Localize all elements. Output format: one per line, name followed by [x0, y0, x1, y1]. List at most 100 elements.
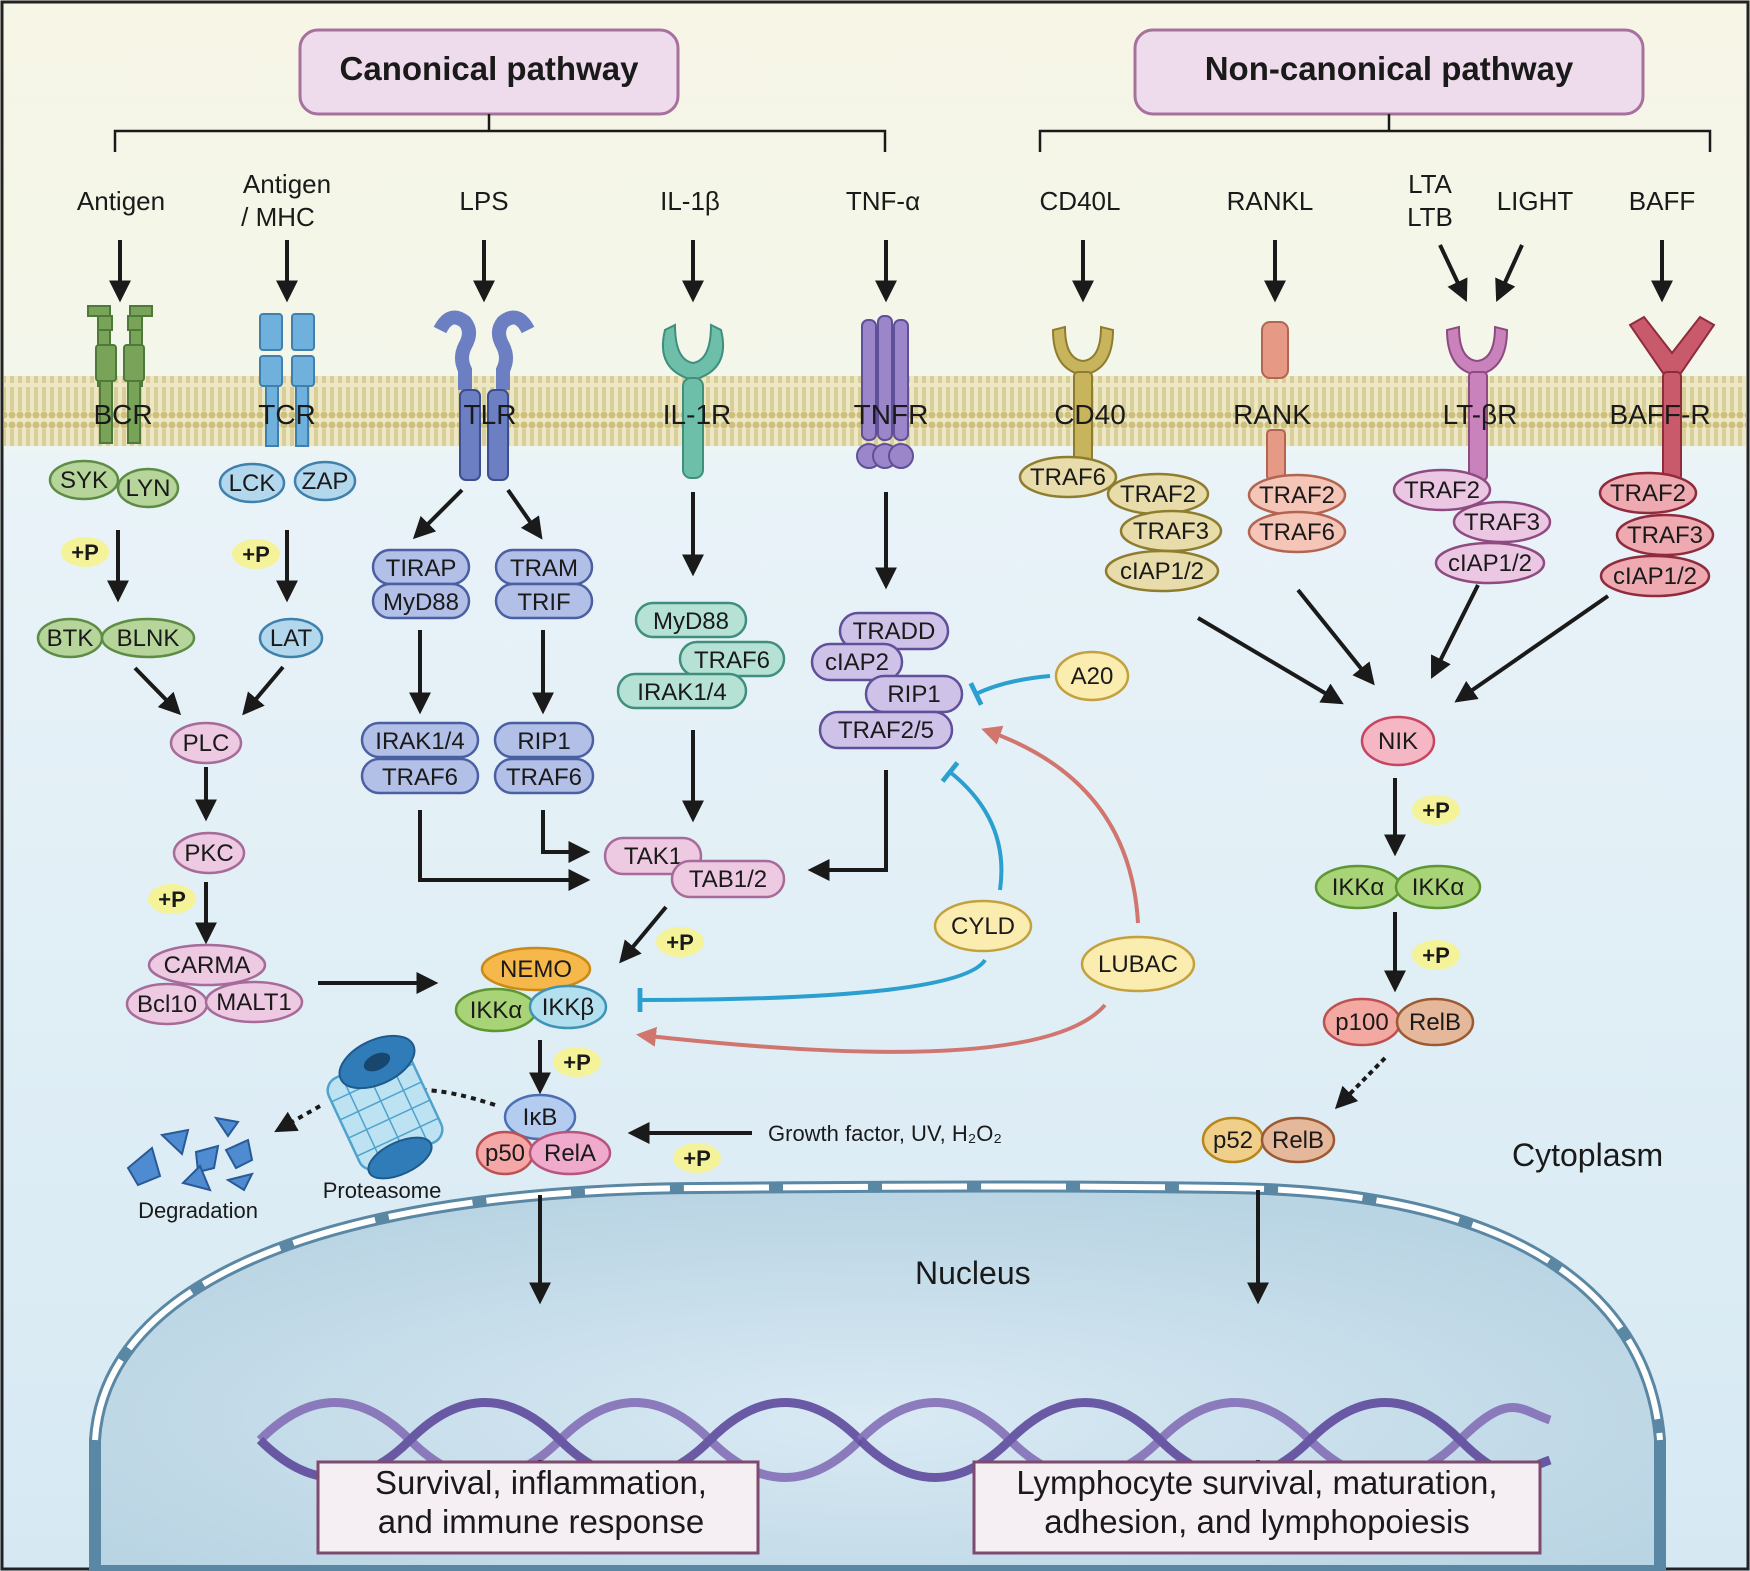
svg-text:NIK: NIK	[1378, 728, 1418, 755]
phospho-badges: +P +P +P +P +P +P +P +P	[61, 537, 1460, 1173]
degradation-fragments-icon	[126, 1116, 254, 1192]
rela-node: RelA	[528, 1130, 612, 1176]
bcl10-node: Bcl10	[125, 982, 209, 1026]
ligand-tnfa: TNF-α	[846, 186, 920, 216]
svg-text:TRAF6: TRAF6	[1030, 464, 1106, 491]
traf6-tlr-b-node: TRAF6	[493, 757, 595, 795]
svg-text:cIAP1/2: cIAP1/2	[1448, 550, 1532, 577]
ciap12-lt-node: cIAP1/2	[1434, 541, 1546, 585]
ciap12-cd40-node: cIAP1/2	[1104, 549, 1220, 593]
svg-text:IKKβ: IKKβ	[542, 994, 595, 1021]
traf6-il1-node: TRAF6	[678, 640, 786, 678]
svg-text:IRAK1/4: IRAK1/4	[637, 679, 726, 706]
cd40-receptor	[1051, 325, 1115, 463]
relb-2-node: RelB	[1260, 1116, 1336, 1164]
svg-text:LAT: LAT	[270, 625, 313, 652]
svg-text:IRAK1/4: IRAK1/4	[375, 728, 464, 755]
svg-text:TRADD: TRADD	[853, 618, 936, 645]
nuclear-pore-segments	[92, 1183, 1663, 1441]
tlr-receptor	[433, 310, 535, 481]
tnfr-receptor	[856, 315, 914, 469]
nucleus-label: Nucleus	[915, 1255, 1031, 1291]
irak14-il1-node: IRAK1/4	[616, 672, 748, 710]
traf6-rank-node: TRAF6	[1247, 510, 1347, 554]
tram-node: TRAM	[494, 548, 594, 586]
inhibition-lines	[637, 674, 1051, 1013]
svg-text:TRAF2: TRAF2	[1610, 480, 1686, 507]
tcr-receptor	[259, 313, 315, 447]
svg-text:CARMA: CARMA	[164, 952, 251, 979]
svg-text:p52: p52	[1213, 1127, 1253, 1154]
svg-text:MyD88: MyD88	[653, 608, 729, 635]
noncanonical-outcome-line1: Lymphocyte survival, maturation,	[1016, 1464, 1497, 1501]
traf2-baff-node: TRAF2	[1598, 471, 1698, 515]
receptor-tcr: TCR	[258, 399, 316, 430]
p52-node: p52	[1201, 1116, 1265, 1164]
nik-node: NIK	[1360, 715, 1436, 767]
ligand-arrows	[109, 240, 1673, 303]
svg-text:TRAF2/5: TRAF2/5	[838, 717, 934, 744]
svg-text:p100: p100	[1335, 1009, 1388, 1036]
ligand-light: LIGHT	[1497, 186, 1574, 216]
receptor-rank: RANK	[1233, 399, 1311, 430]
canonical-header: Canonical pathway	[298, 28, 680, 116]
svg-text:RelB: RelB	[1409, 1009, 1461, 1036]
receptor-tlr: TLR	[464, 399, 517, 430]
lat-node: LAT	[258, 617, 324, 659]
cyld-node: CYLD	[933, 899, 1033, 953]
ligand-baff: BAFF	[1629, 186, 1695, 216]
svg-text:LYN: LYN	[126, 475, 171, 502]
ikka-nc2-node: IKKα	[1394, 864, 1482, 910]
rip1-tlr-node: RIP1	[493, 721, 595, 759]
lubac-node: LUBAC	[1080, 935, 1196, 993]
svg-text:TRAF6: TRAF6	[382, 764, 458, 791]
svg-text:TAK1: TAK1	[624, 843, 682, 870]
traf2-cd40-node: TRAF2	[1106, 472, 1210, 516]
noncanonical-outcome-line2: adhesion, and lymphopoiesis	[1044, 1503, 1470, 1540]
ligand-antigen-mhc-line1: Antigen	[243, 169, 331, 199]
p100-node: p100	[1322, 997, 1402, 1047]
svg-text:+P: +P	[683, 1146, 711, 1171]
traf3-cd40-node: TRAF3	[1119, 509, 1223, 553]
receptor-il1r: IL-1R	[663, 399, 731, 430]
zap-node: ZAP	[293, 460, 357, 502]
svg-text:LCK: LCK	[229, 470, 276, 497]
svg-text:TRAF3: TRAF3	[1464, 509, 1540, 536]
svg-text:RIP1: RIP1	[517, 728, 570, 755]
ligand-lps: LPS	[459, 186, 508, 216]
receptor-baffr: BAFF-R	[1609, 399, 1710, 430]
svg-text:CYLD: CYLD	[951, 913, 1015, 940]
traf2-rank-node: TRAF2	[1247, 473, 1347, 517]
traf3-baff-node: TRAF3	[1615, 513, 1715, 557]
lck-node: LCK	[218, 462, 286, 504]
syk-node: SYK	[48, 459, 120, 501]
svg-text:ZAP: ZAP	[302, 468, 349, 495]
svg-text:TIRAP: TIRAP	[386, 555, 457, 582]
canonical-outcome-line1: Survival, inflammation,	[375, 1464, 707, 1501]
svg-text:+P: +P	[666, 930, 694, 955]
growth-factor-label: Growth factor, UV, H₂O₂	[768, 1121, 1002, 1146]
svg-text:A20: A20	[1071, 663, 1114, 690]
baffr-receptor	[1628, 315, 1716, 481]
svg-text:MyD88: MyD88	[383, 589, 459, 616]
ligand-antigen-mhc-line2: / MHC	[241, 202, 315, 232]
p50-node: p50	[475, 1130, 535, 1176]
svg-text:PKC: PKC	[184, 840, 233, 867]
svg-text:TRAF3: TRAF3	[1627, 522, 1703, 549]
svg-text:LUBAC: LUBAC	[1098, 951, 1178, 978]
traf3-lt-node: TRAF3	[1452, 500, 1552, 544]
svg-text:SYK: SYK	[60, 467, 108, 494]
ligand-antigen: Antigen	[77, 186, 165, 216]
plc-node: PLC	[169, 721, 243, 765]
svg-text:BTK: BTK	[47, 625, 94, 652]
tab12-node: TAB1/2	[670, 859, 786, 899]
svg-text:TRAM: TRAM	[510, 555, 578, 582]
svg-text:BLNK: BLNK	[117, 625, 180, 652]
svg-text:IKKα: IKKα	[1412, 874, 1465, 901]
svg-text:Bcl10: Bcl10	[137, 991, 197, 1018]
canonical-outcome-line2: and immune response	[378, 1503, 705, 1540]
rip1-tnf-node: RIP1	[864, 674, 964, 714]
ligand-lta: LTA	[1408, 169, 1452, 199]
svg-text:TRIF: TRIF	[517, 589, 570, 616]
irak14-tlr-node: IRAK1/4	[360, 721, 480, 759]
